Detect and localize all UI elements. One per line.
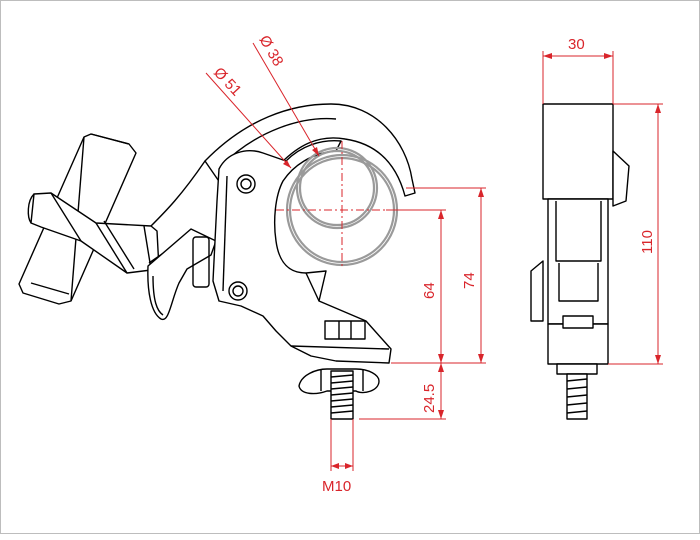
hex-nut <box>324 320 366 340</box>
side-upper-body <box>542 103 614 200</box>
label-height-64: 64 <box>421 282 438 299</box>
side-base <box>547 323 609 365</box>
side-plate-spacer <box>192 236 210 288</box>
upper-pivot-hole <box>236 174 256 194</box>
label-dia-38: Ø 38 <box>256 33 287 70</box>
wing-nut-bolt <box>298 368 380 420</box>
leader-dia-51 <box>205 72 292 169</box>
label-thread-m10: M10 <box>322 478 351 495</box>
label-dia-51: Ø 51 <box>210 64 245 99</box>
front-view <box>18 103 416 420</box>
tube-dia-38 <box>295 146 379 230</box>
leader-dia-38 <box>252 42 320 157</box>
side-nut <box>562 315 594 329</box>
side-view <box>530 103 630 420</box>
label-height-74: 74 <box>461 272 478 289</box>
side-arrowheads <box>543 53 661 364</box>
front-arrowheads <box>283 147 484 469</box>
side-dimensions <box>542 51 663 365</box>
label-bolt-24-5: 24.5 <box>421 384 438 413</box>
label-width-30: 30 <box>568 36 585 53</box>
front-dimensions <box>205 42 486 471</box>
label-height-110: 110 <box>639 230 656 254</box>
lower-pivot-hole <box>228 281 248 301</box>
clamp-side-plate <box>192 139 392 364</box>
clamp-lower-arm <box>147 228 217 321</box>
